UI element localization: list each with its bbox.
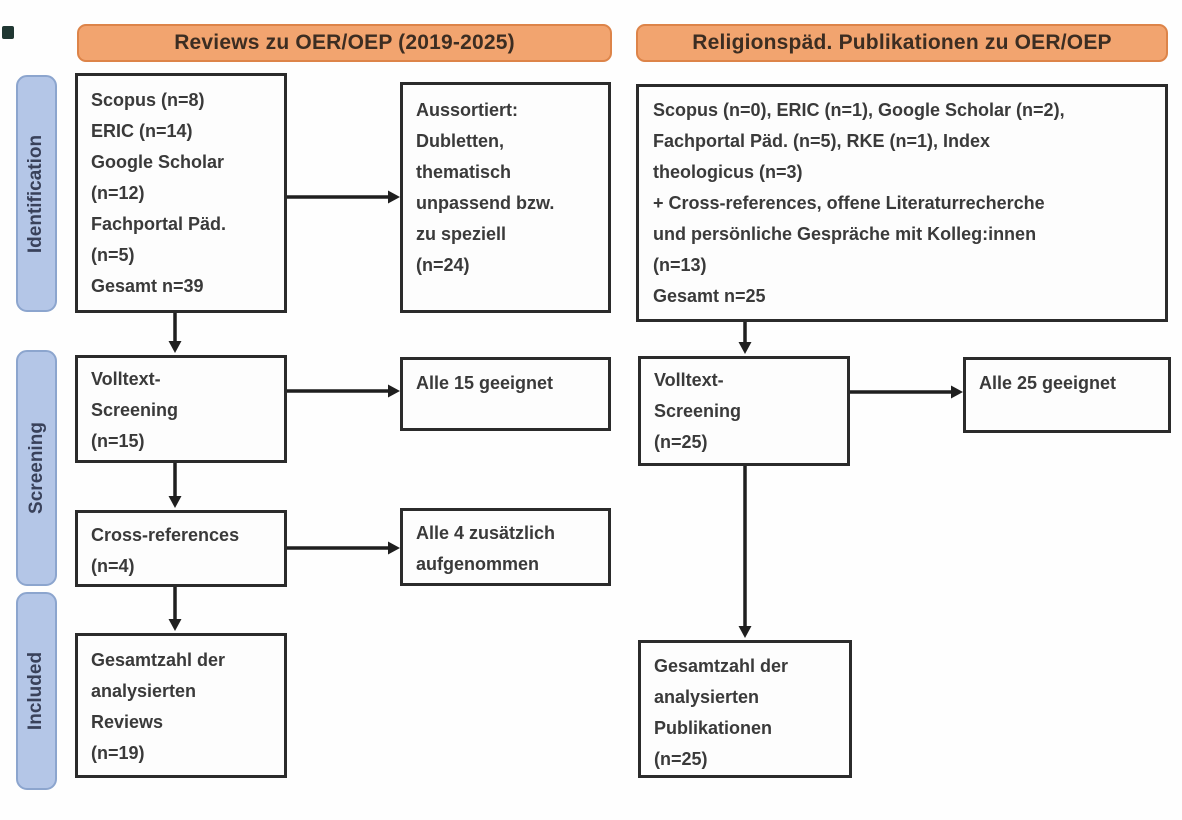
column-header-religionspaed-label: Religionspäd. Publikationen zu OER/OEP [692,31,1112,54]
arrow-left-crossref-to-added [287,541,400,555]
box-left-additionally-included: Alle 4 zusätzlich aufgenommen [400,508,611,586]
arrow-right-id-down [738,322,752,354]
arrow-right-fulltext-to-eligible [850,385,963,399]
box-left-excluded: Aussortiert: Dubletten, thematisch unpas… [400,82,611,313]
box-left-fulltext-screening: Volltext- Screening (n=15) [75,355,287,463]
box-left-cross-references: Cross-references (n=4) [75,510,287,587]
box-right-total-publications: Gesamtzahl der analysierten Publikatione… [638,640,852,778]
box-left-total-reviews: Gesamtzahl der analysierten Reviews (n=1… [75,633,287,778]
box-right-fulltext-screening: Volltext- Screening (n=25) [638,356,850,466]
box-right-identification-sources: Scopus (n=0), ERIC (n=1), Google Scholar… [636,84,1168,322]
stage-label-included: Included [16,592,57,790]
arrow-left-fulltext-to-eligible [287,384,400,398]
corner-artifact-square [2,26,14,39]
column-header-reviews: Reviews zu OER/OEP (2019-2025) [77,24,612,62]
arrow-right-fulltext-down [738,466,752,638]
arrow-left-id-down [168,313,182,353]
column-header-reviews-label: Reviews zu OER/OEP (2019-2025) [174,31,515,54]
arrow-left-fulltext-down [168,463,182,508]
stage-label-screening: Screening [16,350,57,586]
box-left-all-eligible: Alle 15 geeignet [400,357,611,431]
arrow-left-crossref-down [168,587,182,631]
column-header-religionspaed: Religionspäd. Publikationen zu OER/OEP [636,24,1168,62]
box-right-all-eligible: Alle 25 geeignet [963,357,1171,433]
stage-label-identification: Identification [16,75,57,312]
box-left-identification-sources: Scopus (n=8) ERIC (n=14) Google Scholar … [75,73,287,313]
arrow-left-id-to-excluded [287,190,400,204]
